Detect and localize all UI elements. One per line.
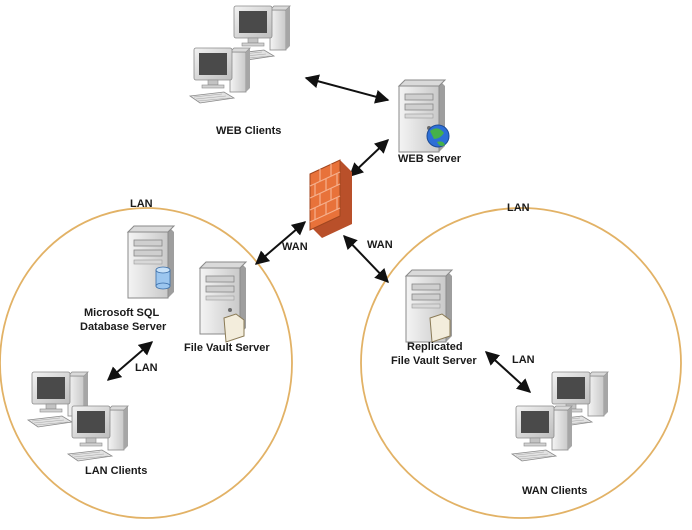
- link-webclients-webserver: [304, 74, 390, 104]
- web-clients-group: [189, 5, 291, 104]
- link-right-internal: [484, 351, 532, 393]
- sql-server-label-line1: Microsoft SQL: [84, 307, 159, 319]
- link-label-wan-left: WAN: [282, 241, 308, 253]
- lan-client-computer-icon: [67, 405, 129, 462]
- link-firewall-right: [343, 234, 389, 284]
- replicated-vault-group: [405, 269, 453, 343]
- sql-server-group: [127, 225, 175, 299]
- lan-clients-group: [27, 371, 129, 462]
- replicated-vault-label-line1: Replicated: [407, 341, 463, 353]
- folder-icon: [429, 313, 451, 343]
- link-label-lan-right: LAN: [512, 354, 535, 366]
- firewall-icon: [309, 159, 352, 238]
- link-firewall-left: [254, 221, 307, 265]
- wan-clients-label: WAN Clients: [522, 485, 587, 497]
- replicated-vault-label-line2: File Vault Server: [391, 355, 477, 367]
- link-webserver-firewall: [348, 139, 390, 177]
- folder-icon: [223, 313, 245, 343]
- web-server-group: [398, 79, 450, 153]
- web-server-label: WEB Server: [398, 153, 462, 165]
- web-clients-label: WEB Clients: [216, 125, 281, 137]
- sql-server-label-line2: Database Server: [80, 321, 167, 333]
- link-label-lan-left: LAN: [135, 362, 158, 374]
- right-zone-label: LAN: [507, 202, 530, 214]
- file-vault-server-group: [199, 261, 247, 343]
- web-client-computer-icon: [189, 47, 251, 104]
- file-vault-server-label: File Vault Server: [184, 342, 270, 354]
- left-zone-label: LAN: [130, 198, 153, 210]
- database-icon: [155, 266, 171, 290]
- wan-clients-group: [511, 371, 609, 462]
- right-lan-zone: [360, 207, 682, 519]
- link-label-wan-right: WAN: [367, 239, 393, 251]
- lan-clients-label: LAN Clients: [85, 465, 147, 477]
- wan-client-computer-icon: [511, 405, 573, 462]
- left-lan-zone: [0, 207, 293, 519]
- link-left-internal: [106, 341, 154, 381]
